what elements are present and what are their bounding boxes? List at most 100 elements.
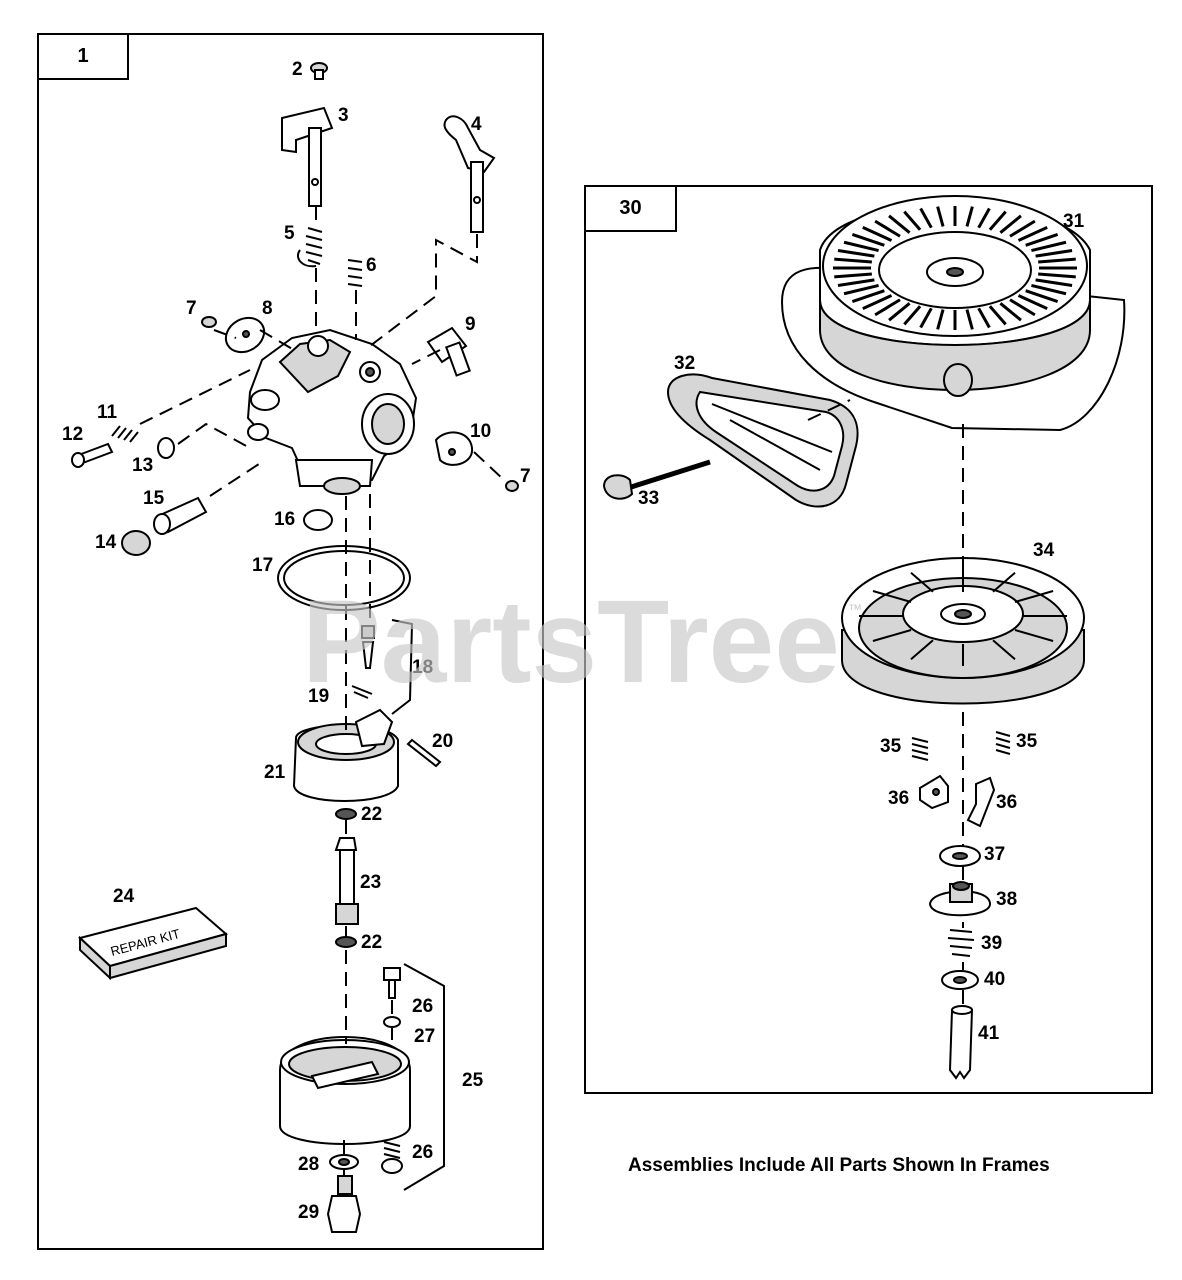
part-20-float-pin xyxy=(406,738,442,768)
callout-16: 16 xyxy=(274,509,295,530)
part-10-choke-plate xyxy=(434,431,474,466)
callout-7: 7 xyxy=(186,298,197,319)
housing-vent-slot xyxy=(919,307,933,329)
part-2-screw xyxy=(310,62,328,80)
housing-vent-slot xyxy=(999,214,1022,234)
housing-vent-slot xyxy=(919,207,933,229)
partstree-watermark: PartsTree xyxy=(302,576,840,708)
alignment-lines xyxy=(139,206,505,1176)
part-39-spring xyxy=(947,929,975,957)
housing-vent-slot xyxy=(1009,219,1036,238)
callout-6: 6 xyxy=(366,255,377,276)
pulley-spokes xyxy=(859,566,1067,666)
part-14-plug xyxy=(121,530,151,556)
part-26-rivet xyxy=(383,967,401,999)
callout-17: 17 xyxy=(252,555,273,576)
housing-vent-slot xyxy=(988,305,1007,326)
callout-5: 5 xyxy=(284,223,295,244)
part-29-bowl-nut xyxy=(326,1175,362,1233)
housing-vents xyxy=(833,206,1077,330)
pulley-spoke xyxy=(1014,629,1054,642)
callout-4: 4 xyxy=(471,114,482,135)
callout-22: 22 xyxy=(361,804,382,825)
frames-caption: Assemblies Include All Parts Shown In Fr… xyxy=(628,1155,1050,1176)
callout-15: 15 xyxy=(143,488,165,509)
callout-13: 13 xyxy=(132,455,153,476)
part-32-starter-handle xyxy=(666,373,859,508)
housing-vent-slot xyxy=(1035,249,1073,258)
housing-vent-slot xyxy=(837,249,875,258)
housing-vent-slot xyxy=(1025,289,1059,303)
part-41-center-pin xyxy=(948,1005,974,1080)
housing-vent-slot xyxy=(903,210,922,231)
part-3-throttle-shaft xyxy=(281,106,334,207)
callout-14: 14 xyxy=(95,532,117,553)
frame-number-tab: 1 xyxy=(37,33,129,80)
part-4-choke-shaft xyxy=(443,115,496,233)
callout-38: 38 xyxy=(996,889,1017,910)
housing-vent-slot xyxy=(965,206,974,227)
callout-20: 20 xyxy=(432,731,453,752)
housing-vent-slot xyxy=(851,233,885,247)
carburetor-parts: REPAIR KIT xyxy=(62,59,531,1233)
starter-parts: 31 32 33 34 35 35 36 36 37 38 39 40 41 xyxy=(602,195,1126,1080)
housing-vent-slot xyxy=(1038,272,1076,279)
part-33-rope xyxy=(602,455,711,500)
part-18-bracket xyxy=(391,619,414,715)
housing-vent-slot xyxy=(999,302,1022,322)
callout-11: 11 xyxy=(97,402,118,423)
part-25-float-bowl xyxy=(279,1036,411,1145)
callout-37: 37 xyxy=(984,844,1005,865)
callout-22: 22 xyxy=(361,932,382,953)
callout-31: 31 xyxy=(1063,211,1085,232)
callout-12: 12 xyxy=(62,424,83,445)
part-19-inlet-needle xyxy=(351,625,375,699)
pulley-spoke xyxy=(872,590,912,603)
callout-9: 9 xyxy=(465,314,476,335)
part-21-float xyxy=(292,708,399,802)
housing-vent-slot xyxy=(862,226,893,242)
housing-vent-slot xyxy=(1025,233,1059,247)
callout-34: 34 xyxy=(1033,540,1055,561)
part-12-idle-screw xyxy=(71,442,114,468)
alignment-lines xyxy=(807,399,964,1004)
frame-number: 1 xyxy=(77,45,89,67)
housing-vent-slot xyxy=(851,289,885,303)
housing-vent-slot xyxy=(1017,294,1048,310)
housing-vent-slot xyxy=(988,210,1007,231)
callout-2: 2 xyxy=(292,59,303,80)
part-38-cam xyxy=(928,881,992,917)
callout-35: 35 xyxy=(1016,731,1038,752)
part-35-spring xyxy=(995,731,1011,755)
part-11-spring xyxy=(111,425,139,443)
callout-28: 28 xyxy=(298,1154,319,1175)
housing-vent-slot xyxy=(874,298,901,317)
part-15-main-jet-shaft xyxy=(153,496,208,535)
part-7-screw xyxy=(201,316,217,328)
housing-vent-slot xyxy=(903,305,922,326)
housing-vent-slot xyxy=(862,294,893,310)
callout-10: 10 xyxy=(470,421,491,442)
carburetor-callouts: 2 3 4 5 6 7 8 9 10 7 11 12 13 15 14 16 1… xyxy=(62,59,531,1223)
part-13-o-ring xyxy=(157,437,175,459)
callout-26: 26 xyxy=(412,996,433,1017)
part-35-spring xyxy=(911,737,929,761)
pulley-spoke xyxy=(1014,590,1054,603)
pulley-spoke xyxy=(872,629,912,642)
carburetor-frame: 1 xyxy=(37,33,544,1250)
housing-vent-slot xyxy=(843,283,879,296)
housing-vent-slot xyxy=(1031,240,1067,253)
part-22-washer xyxy=(335,936,357,948)
part-40-washer xyxy=(941,970,979,990)
callout-29: 29 xyxy=(298,1202,319,1223)
callout-21: 21 xyxy=(264,762,286,783)
part-17-gasket xyxy=(277,545,411,611)
callout-23: 23 xyxy=(360,872,381,893)
part-26-spring xyxy=(381,1141,403,1174)
frame-number: 30 xyxy=(619,197,642,219)
part-25-bracket xyxy=(403,963,445,1191)
part-36-pawl xyxy=(966,776,996,828)
callout-32: 32 xyxy=(674,353,695,374)
housing-vent-slot xyxy=(977,207,991,229)
starter-callouts: 31 32 33 34 35 35 36 36 37 38 39 40 41 xyxy=(638,211,1085,1044)
